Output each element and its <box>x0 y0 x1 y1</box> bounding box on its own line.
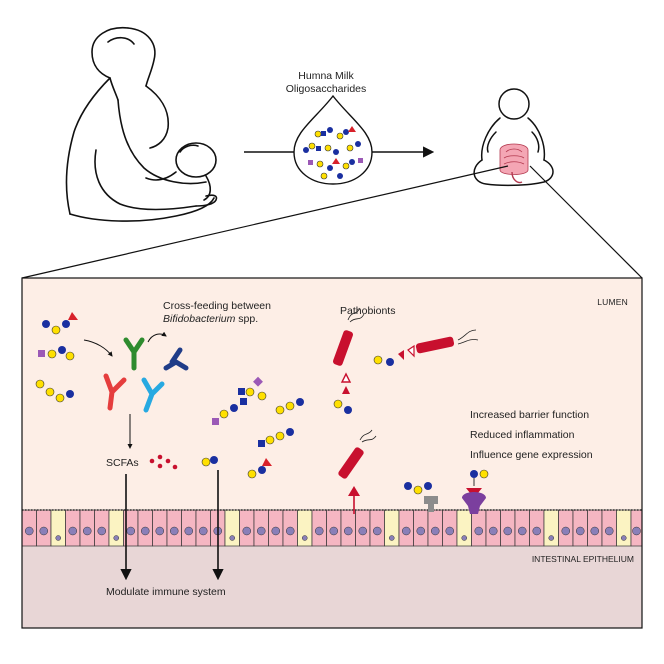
hmo-title: Humna Milk Oligosaccharides <box>266 70 386 96</box>
scfa-molecules <box>149 454 178 470</box>
cell-nucleus <box>474 526 483 536</box>
cell-nucleus <box>532 526 541 536</box>
cell-nucleus <box>489 526 498 536</box>
cell-nucleus <box>83 526 92 536</box>
effect-barrier: Increased barrier function <box>470 409 590 421</box>
cell-nucleus <box>416 526 425 536</box>
cell-nucleus <box>229 535 235 541</box>
bifidobacterium-navy <box>163 347 189 371</box>
cell-nucleus <box>431 526 440 536</box>
zoom-line-right <box>529 165 643 279</box>
cell-nucleus <box>358 526 367 536</box>
cell-nucleus <box>113 535 119 541</box>
cell-nucleus <box>344 526 353 536</box>
cell-nucleus <box>605 526 614 536</box>
cell-nucleus <box>389 535 395 541</box>
cell-nucleus <box>561 526 570 536</box>
effects-list: Increased barrier function Reduced infla… <box>470 405 593 465</box>
mother-breastfeeding-illustration <box>65 27 218 222</box>
hmo-cluster-left <box>35 312 78 403</box>
lumen-label: LUMEN <box>597 297 628 307</box>
cell-nucleus <box>621 535 627 541</box>
droplet-oligosaccharides <box>303 126 363 180</box>
effect-gene-expression: Influence gene expression <box>470 449 593 461</box>
cell-nucleus <box>373 526 382 536</box>
milk-droplet <box>293 94 373 185</box>
cell-nucleus <box>39 526 48 536</box>
cross-feeding-prefix: Cross-feeding between <box>163 300 271 312</box>
cell-nucleus <box>155 526 164 536</box>
cell-nucleus <box>402 526 411 536</box>
pathobiont-2 <box>373 329 479 366</box>
gray-receptor <box>404 482 438 512</box>
immune-label: Modulate immune system <box>106 586 226 598</box>
cell-nucleus <box>271 526 280 536</box>
cell-nucleus <box>576 526 585 536</box>
cell-nucleus <box>461 535 467 541</box>
cross-feed-arrow-2 <box>147 331 167 343</box>
lumen-area <box>22 278 642 510</box>
cell-nucleus <box>286 526 295 536</box>
cell-nucleus <box>329 526 338 536</box>
cell-nucleus <box>302 535 308 541</box>
cell-nucleus <box>518 526 527 536</box>
cell-nucleus <box>55 535 61 541</box>
cross-feeding-label: Cross-feeding between Bifidobacterium sp… <box>163 300 333 326</box>
bifidobacterium-cyan <box>141 377 165 413</box>
cell-nucleus <box>199 526 208 536</box>
hmo-cluster-center <box>201 376 304 479</box>
cross-feed-arrow-1 <box>83 339 113 357</box>
bifidobacterium-green <box>123 337 145 371</box>
zoom-line-left <box>21 165 509 279</box>
cell-nucleus <box>141 526 150 536</box>
hmo-title-line2: Oligosaccharides <box>285 83 367 95</box>
purple-receptor <box>462 469 489 514</box>
epithelial-cell-layer <box>21 509 643 547</box>
cell-nucleus <box>68 526 77 536</box>
infant-gut <box>499 143 529 184</box>
cell-nucleus <box>590 526 599 536</box>
scfas-label: SCFAs <box>106 457 139 469</box>
panel-border <box>21 277 643 629</box>
cell-nucleus <box>632 526 641 536</box>
cell-nucleus <box>503 526 512 536</box>
pathobionts-label: Pathobionts <box>340 305 396 317</box>
effect-inflammation: Reduced inflammation <box>470 429 575 441</box>
bifidobacterium-red <box>103 373 127 411</box>
cell-nucleus <box>242 526 251 536</box>
epithelium-label: INTESTINAL EPITHELIUM <box>531 554 634 564</box>
cell-nucleus <box>170 526 179 536</box>
cell-nucleus <box>184 526 193 536</box>
cell-nucleus <box>126 526 135 536</box>
hmo-title-line1: Humna Milk <box>298 70 354 82</box>
cross-feeding-genus: Bifidobacterium <box>163 313 236 325</box>
cell-nucleus <box>25 526 34 536</box>
pathobiont-1 <box>332 307 365 414</box>
cell-nucleus <box>445 526 454 536</box>
cell-nucleus <box>315 526 324 536</box>
cell-nucleus <box>97 526 106 536</box>
cross-feeding-suffix: spp. <box>235 313 259 325</box>
cell-nucleus <box>257 526 266 536</box>
pathobiont-3 <box>338 429 377 514</box>
cell-nucleus <box>548 535 554 541</box>
